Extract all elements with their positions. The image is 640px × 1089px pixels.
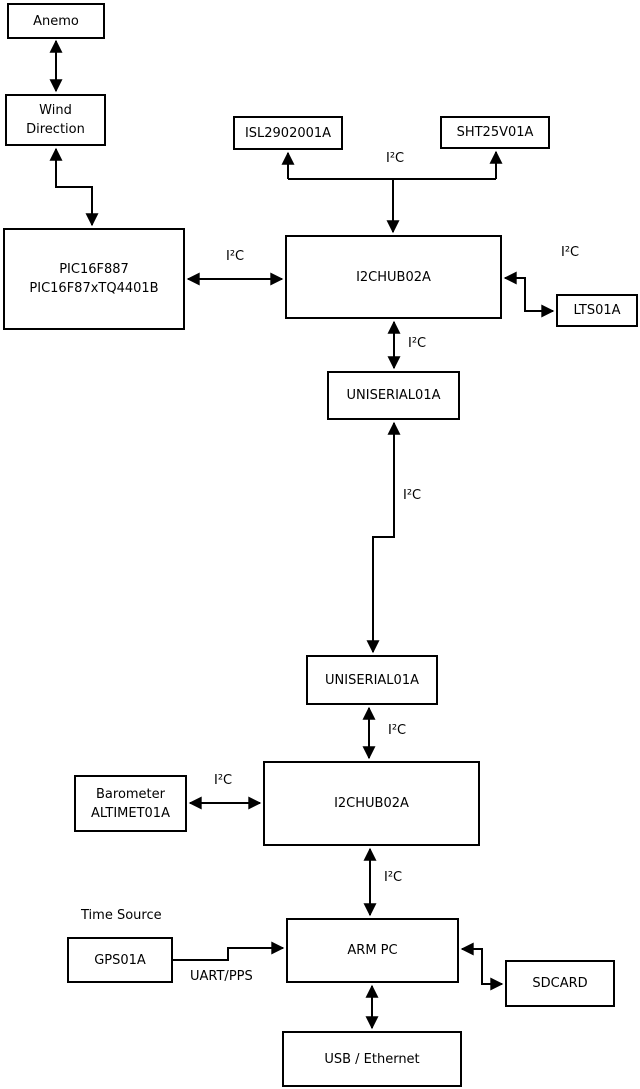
node-barometer-altimet01a: Barometer ALTIMET01A bbox=[74, 775, 187, 832]
edge-label-i2c-sensor-bus: I²C bbox=[386, 151, 405, 166]
edge-i2chub-top-lts bbox=[503, 271, 555, 318]
node-arm-pc: ARM PC bbox=[286, 918, 459, 983]
node-anemo: Anemo bbox=[7, 3, 105, 39]
edge-label-i2c-long-link: I²C bbox=[403, 488, 422, 503]
edge-label-uart-pps: UART/PPS bbox=[190, 969, 253, 984]
node-pic16f887: PIC16F887 PIC16F87xTQ4401B bbox=[3, 228, 185, 330]
node-wind-direction: Wind Direction bbox=[5, 94, 106, 146]
node-gps01a: GPS01A bbox=[67, 937, 173, 983]
edge-armpc-sdcard bbox=[460, 942, 504, 991]
node-i2chub02a-top: I2CHUB02A bbox=[285, 235, 502, 319]
edge-uniserial-top-uniserial-bottom bbox=[366, 421, 401, 654]
edge-label-i2c-hub-armpc: I²C bbox=[384, 870, 403, 885]
edge-label-i2c-pic-hub: I²C bbox=[226, 249, 245, 264]
node-isl2902001a: ISL2902001A bbox=[233, 116, 343, 150]
node-usb-ethernet: USB / Ethernet bbox=[282, 1031, 462, 1087]
node-i2chub02a-bottom: I2CHUB02A bbox=[263, 761, 480, 846]
node-lts01a: LTS01A bbox=[556, 294, 638, 327]
node-sdcard: SDCARD bbox=[505, 960, 615, 1007]
edge-label-i2c-uniserial-hub: I²C bbox=[388, 723, 407, 738]
edge-label-i2c-barometer: I²C bbox=[214, 773, 233, 788]
node-uniserial01a-bottom: UNISERIAL01A bbox=[306, 655, 438, 705]
edge-gps-armpc bbox=[173, 941, 285, 961]
node-sht25v01a: SHT25V01A bbox=[440, 116, 550, 149]
edge-label-i2c-hub-uniserial: I²C bbox=[408, 336, 427, 351]
label-time-source: Time Source bbox=[81, 908, 162, 923]
edge-label-i2c-hub-lts: I²C bbox=[561, 245, 580, 260]
node-uniserial01a-top: UNISERIAL01A bbox=[327, 371, 460, 420]
edge-winddirection-pic bbox=[49, 147, 99, 227]
